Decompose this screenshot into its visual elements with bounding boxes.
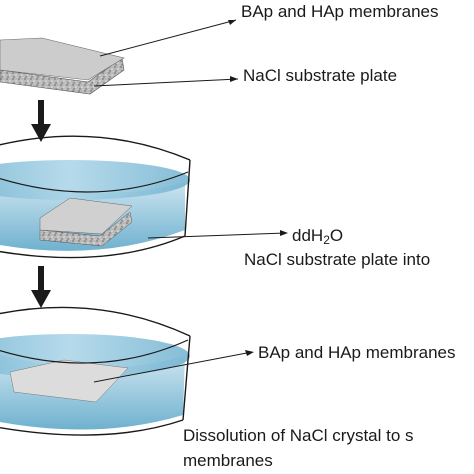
label-nacl-substrate-plate: NaCl substrate plate	[243, 66, 398, 85]
dish3-wall-right	[182, 335, 191, 421]
label-ddh2o: ddH2O	[292, 226, 343, 246]
ddh2o-prefix: ddH	[292, 226, 324, 245]
process-arrow-1	[31, 100, 51, 142]
dish2-water-surface	[0, 160, 190, 200]
label-membranes-top: BAp and HAp membranes	[241, 2, 439, 21]
leader-membrane-top	[99, 19, 237, 57]
plate-side-speckled	[0, 57, 125, 95]
label-dissolution-line1: Dissolution of NaCl crystal to s	[183, 426, 414, 445]
dish2-rim	[0, 135, 191, 161]
label-nacl-plate-into: NaCl substrate plate into	[244, 250, 431, 269]
dish2-plate-side	[39, 211, 133, 247]
ddh2o-subscript: 2	[323, 233, 330, 247]
leader-membrane-top-head	[228, 20, 236, 25]
dish3-rim	[0, 306, 191, 337]
step3-dish	[0, 306, 191, 436]
leader-nacl-plate-head	[230, 76, 238, 82]
leader-membrane-bottom	[93, 351, 253, 383]
process-arrow-2	[31, 266, 51, 308]
dish2-base	[0, 235, 186, 259]
membrane-top-surface	[0, 37, 125, 81]
label-membranes-bottom: BAp and HAp membranes	[258, 343, 456, 362]
step1-plate	[0, 37, 125, 95]
step2-dish	[0, 135, 191, 259]
ddh2o-suffix: O	[329, 226, 344, 245]
dish2-wall-right	[184, 159, 191, 237]
dish3-rim-front	[0, 339, 189, 364]
dish2-rim-front	[0, 171, 189, 193]
dish2-plate-top	[39, 197, 133, 235]
leader-ddh2o	[147, 232, 287, 239]
dish3-base	[0, 419, 184, 436]
leader-ddh2o-head	[280, 230, 288, 236]
leader-membrane-bottom-head	[245, 350, 254, 356]
label-dissolution-line2: membranes	[183, 451, 273, 470]
leader-nacl-plate	[93, 78, 239, 87]
